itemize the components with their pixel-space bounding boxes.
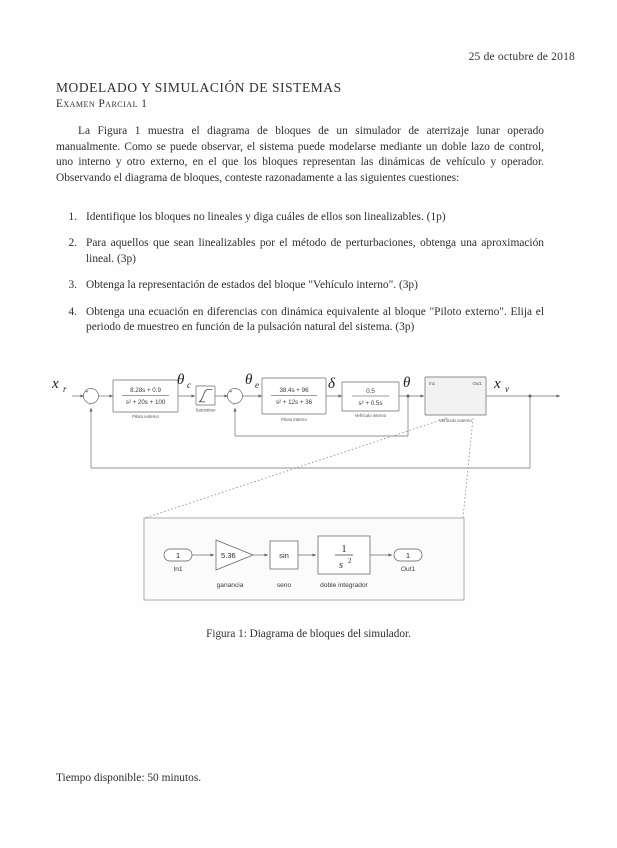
block-piloto-interno[interactable]: 38.4s + 96 s² + 12s + 36 Piloto interno	[261, 377, 327, 422]
question-text: Identifique los bloques no lineales y di…	[86, 211, 446, 223]
question-number: 1.	[68, 211, 77, 223]
signal-theta-c: θ	[177, 372, 185, 388]
transfer-denominator: s² + 20s + 100	[126, 399, 166, 406]
subsystem-gain-block[interactable]: 5.36 ganancia	[215, 539, 254, 589]
signal-labels: x r θ c θ e δ θ x v	[51, 372, 509, 394]
subsystem-sin-block[interactable]: sin seno	[269, 540, 299, 589]
list-item: 3. Obtenga la representación de estados …	[56, 278, 544, 293]
integrator-denominator: s	[339, 559, 343, 571]
sum-sign-minus: -	[233, 402, 235, 408]
subsystem-integrator-block[interactable]: 1 s 2 doble integrador	[317, 535, 371, 589]
block-piloto-externo[interactable]: 8.28s + 0.9 s² + 20s + 100 Piloto extern…	[112, 379, 179, 419]
summing-junction-inner: + -	[227, 388, 243, 408]
question-list: 1. Identifique los bloques no lineales y…	[56, 210, 544, 346]
signal-xv: x	[493, 376, 501, 392]
signal-theta: θ	[403, 375, 411, 391]
signal-theta-e-sub: e	[255, 380, 259, 390]
block-label: Vehículo externo	[439, 418, 472, 423]
gain-value: 5.36	[221, 551, 236, 560]
title-block: MODELADO Y SIMULACIÓN DE SISTEMAS Examen…	[56, 80, 575, 110]
sum-sign-plus: +	[86, 390, 89, 396]
transfer-numerator: 38.4s + 96	[279, 387, 309, 394]
question-number: 3.	[68, 279, 77, 292]
footer-note: Tiempo disponible: 50 minutos.	[56, 772, 202, 784]
gain-label: ganancia	[217, 582, 244, 589]
sum-sign-plus: +	[230, 390, 233, 396]
transfer-numerator: 0.5	[366, 388, 375, 395]
in-port-label: In1	[173, 566, 182, 573]
question-text: Obtenga la representación de estados del…	[86, 279, 418, 292]
block-diagram-svg: + - + - 8.28s + 0.9 s² + 20s + 100 Pilot…	[51, 372, 560, 601]
list-item: 4. Obtenga una ecuación en diferencias c…	[56, 305, 544, 336]
block-diagram-figure: + - + - 8.28s + 0.9 s² + 20s + 100 Pilot…	[0, 360, 617, 630]
sum-sign-minus: -	[89, 402, 91, 408]
subsystem-in-port-label: In1	[429, 381, 436, 386]
block-vehiculo-externo[interactable]: In1 Out1 Vehículo externo	[424, 376, 487, 423]
figure-caption: Figura 1: Diagrama de bloques del simula…	[206, 628, 411, 640]
subsystem-out-port[interactable]: 1 Out1	[393, 548, 423, 573]
transfer-numerator: 8.28s + 0.9	[130, 387, 161, 394]
list-item: 1. Identifique los bloques no lineales y…	[56, 210, 544, 225]
page-subtitle: Examen Parcial 1	[56, 98, 148, 110]
block-label: Vehículo interno	[355, 413, 387, 418]
signal-theta-e: θ	[245, 372, 253, 388]
block-label: Saturation	[195, 408, 216, 413]
intro-paragraph: La Figura 1 muestra el diagrama de bloqu…	[56, 125, 544, 184]
block-label: Piloto externo	[132, 414, 159, 419]
main-wiring	[72, 394, 560, 469]
sin-value: sin	[279, 551, 289, 560]
signal-xr-sub: r	[63, 384, 67, 394]
question-number: 4.	[68, 305, 77, 318]
block-label: Piloto interno	[281, 417, 307, 422]
question-number: 2.	[68, 237, 77, 250]
block-vehiculo-interno[interactable]: 0.5 s² + 0.5s Vehículo interno	[341, 381, 400, 418]
signal-theta-c-sub: c	[187, 380, 191, 390]
subsystem-out-port-label: Out1	[472, 381, 482, 386]
integrator-label: doble integrador	[320, 582, 368, 589]
question-text: Obtenga una ecuación en diferencias con …	[86, 305, 544, 334]
summing-junction-outer: + -	[83, 388, 99, 408]
signal-xr: x	[51, 376, 59, 392]
subsystem-detail-panel: 1 In1 5.36 ganancia sin seno	[143, 517, 465, 601]
transfer-denominator: s² + 0.5s	[359, 400, 383, 407]
list-item: 2. Para aquellos que sean linealizables …	[56, 236, 544, 267]
signal-xv-sub: v	[505, 384, 509, 394]
block-saturation[interactable]: Saturation	[195, 385, 216, 413]
signal-delta: δ	[328, 376, 336, 392]
question-text: Para aquellos que sean linealizables por…	[86, 237, 544, 265]
subsystem-expansion-lines	[144, 417, 474, 519]
sin-label: seno	[277, 582, 292, 589]
out-port-label: Out1	[401, 566, 416, 573]
in-port-number: 1	[176, 551, 180, 560]
document-date: 25 de octubre de 2018	[468, 51, 575, 63]
integrator-exponent: 2	[348, 557, 352, 565]
page-title: MODELADO Y SIMULACIÓN DE SISTEMAS	[56, 80, 342, 95]
out-port-number: 1	[406, 551, 410, 560]
transfer-denominator: s² + 12s + 36	[276, 399, 313, 406]
integrator-numerator: 1	[341, 543, 347, 555]
